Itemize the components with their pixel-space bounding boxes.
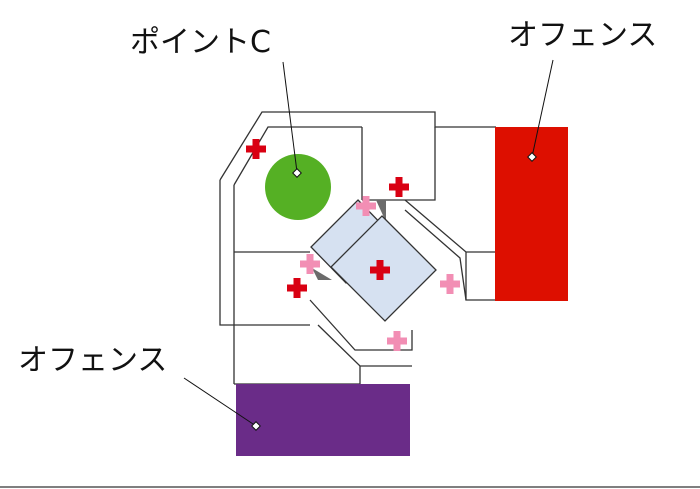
south-wall bbox=[234, 366, 361, 385]
diamond-anchor-icon bbox=[527, 152, 537, 162]
east-room bbox=[465, 252, 496, 301]
plus-cross-icon bbox=[246, 139, 266, 159]
west-wall bbox=[219, 180, 310, 326]
leader-offense-bottom-left bbox=[183, 377, 257, 427]
diagonal-corridor-upper-inner bbox=[404, 209, 467, 301]
anchor-markers bbox=[251, 152, 537, 431]
ramp-shadow-top bbox=[376, 200, 386, 222]
offense-zone-purple bbox=[236, 384, 410, 456]
inner-wall bbox=[233, 126, 362, 186]
plus-cross-icon bbox=[387, 331, 407, 351]
label-offense-top-right: オフェンス bbox=[508, 18, 657, 53]
label-offense-bottom-left: オフェンス bbox=[18, 343, 167, 378]
plus-cross-icon bbox=[356, 196, 376, 216]
center-platforms bbox=[310, 199, 437, 322]
plus-cross-icon bbox=[287, 278, 307, 298]
point-c-zone bbox=[265, 154, 331, 220]
health-pink-crosses bbox=[300, 196, 460, 351]
diamond-anchor-icon bbox=[292, 168, 302, 178]
plus-cross-icon bbox=[370, 260, 390, 280]
leader-point-c bbox=[282, 61, 298, 173]
ramp-shadow-bottom bbox=[312, 268, 332, 280]
diamond-anchor-icon bbox=[251, 421, 261, 431]
leader-offense-top-right bbox=[531, 59, 554, 158]
outer-wall bbox=[219, 111, 496, 181]
plus-cross-icon bbox=[389, 177, 409, 197]
diagonal-corridor-upper bbox=[404, 199, 496, 253]
callout-lines bbox=[183, 59, 554, 427]
diagonal-corridor-lower bbox=[309, 299, 413, 351]
plus-cross-icon bbox=[300, 254, 320, 274]
health-red-crosses bbox=[246, 139, 409, 298]
plus-cross-icon bbox=[440, 274, 460, 294]
room-north-east bbox=[361, 127, 436, 201]
label-point-c: ポイントC bbox=[130, 25, 271, 60]
